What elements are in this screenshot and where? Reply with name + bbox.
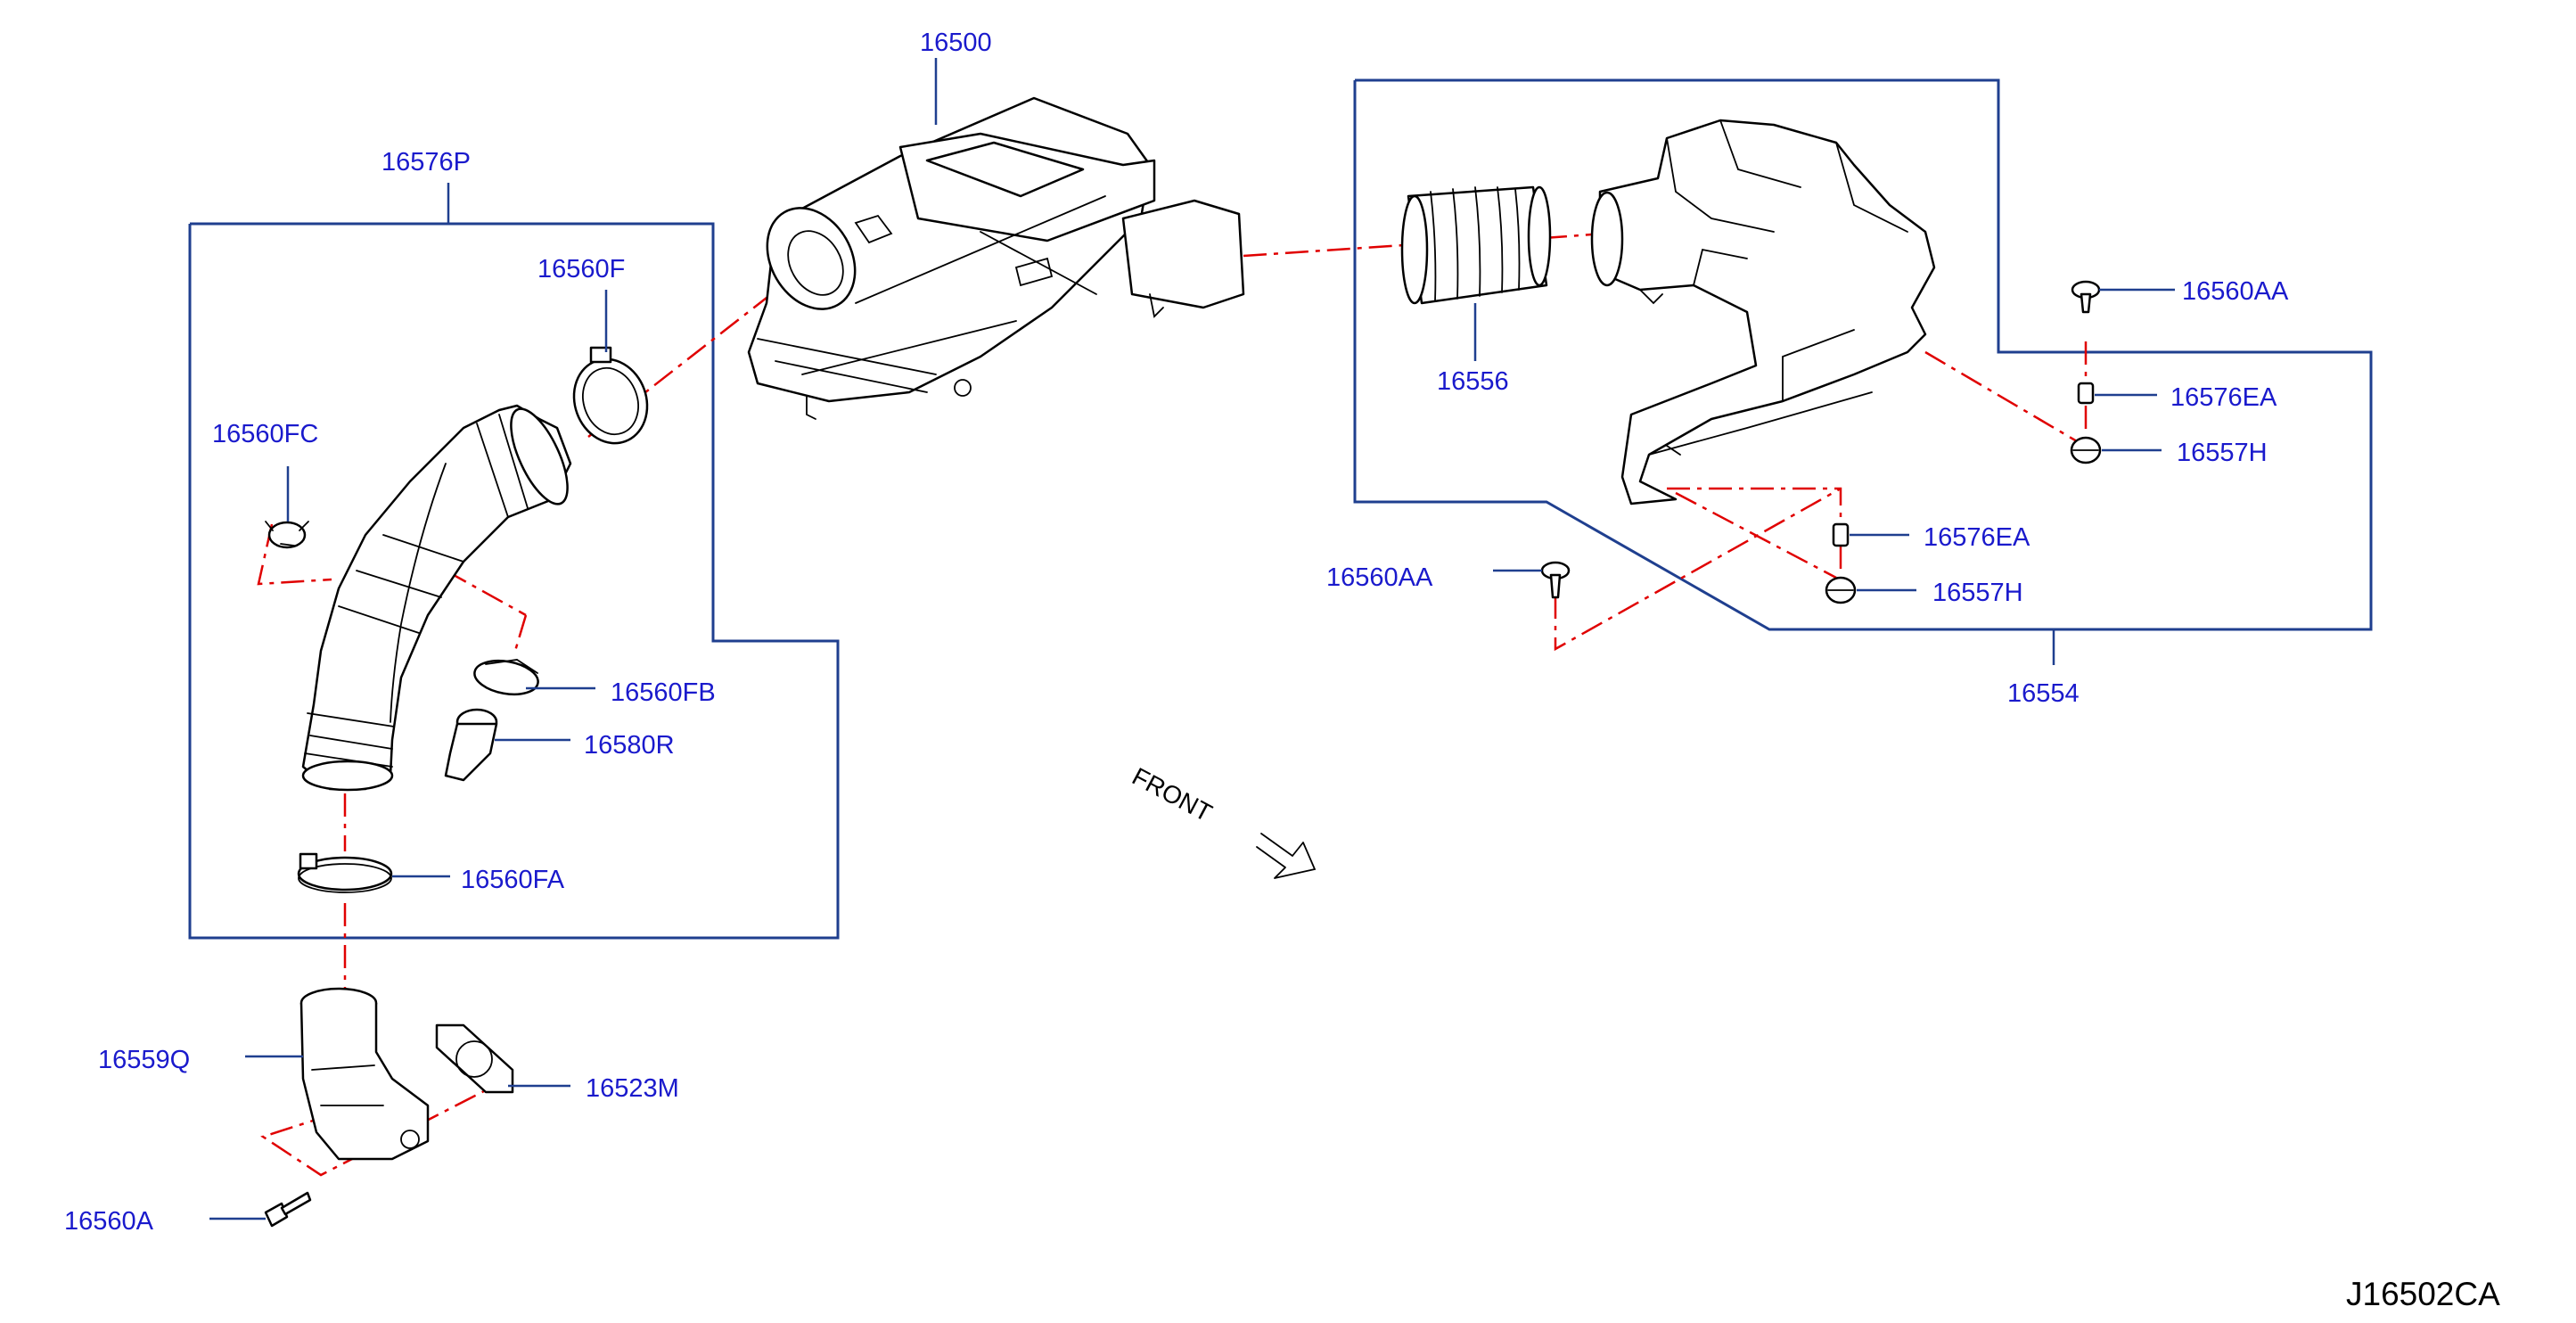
clamp-16560FC[interactable] [265, 521, 309, 549]
front-arrow-icon [1256, 833, 1317, 879]
grommet-16557H-mid[interactable] [1825, 576, 1857, 604]
duct-hose-16576P[interactable] [301, 401, 578, 792]
duct-assembly-16554[interactable] [1590, 119, 1936, 505]
grommet-16557H-top[interactable] [2070, 436, 2102, 464]
label-16560AA-mid: 16560AA [1326, 563, 1433, 592]
hose-16556[interactable] [1400, 185, 1552, 305]
label-16556: 16556 [1437, 367, 1509, 396]
clamp-16560FA[interactable] [297, 852, 393, 893]
label-16554: 16554 [2007, 679, 2080, 708]
collar-16576EA-top[interactable] [2077, 382, 2095, 405]
clamp-16560FB[interactable] [472, 656, 540, 699]
bolt-16560A[interactable] [264, 1191, 312, 1228]
gasket-16523M[interactable] [435, 1023, 514, 1094]
front-label: FRONT [1128, 762, 1217, 827]
label-16559Q: 16559Q [98, 1046, 190, 1074]
group-frame-16576P [188, 222, 840, 940]
label-16576P: 16576P [381, 148, 471, 177]
label-16557H-mid: 16557H [1932, 579, 2023, 607]
inlet-duct-16559Q[interactable] [299, 987, 430, 1161]
air-cleaner-assembly[interactable] [747, 96, 1245, 420]
diagram-code: J16502CA [2346, 1276, 2500, 1312]
clamp-16560F[interactable] [562, 346, 659, 454]
label-16560FA: 16560FA [461, 866, 565, 894]
group-frame-16554 [1353, 78, 2373, 631]
label-16576EA-mid: 16576EA [1924, 523, 2030, 552]
label-16560F: 16560F [537, 255, 625, 284]
collar-16576EA-mid[interactable] [1832, 522, 1850, 547]
label-16557H-top: 16557H [2177, 439, 2268, 467]
label-16560A: 16560A [64, 1207, 154, 1236]
label-16576EA-top: 16576EA [2170, 383, 2277, 412]
resonator-16580R[interactable] [444, 708, 498, 782]
label-16523M: 16523M [586, 1074, 679, 1103]
screw-16560AA-mid[interactable] [1540, 561, 1571, 599]
label-16560FB: 16560FB [611, 678, 716, 707]
screw-16560AA-top[interactable] [2071, 280, 2101, 314]
label-16500: 16500 [920, 29, 992, 57]
label-16580R: 16580R [584, 731, 675, 760]
label-16560FC: 16560FC [212, 420, 318, 448]
label-16560AA-top: 16560AA [2182, 277, 2289, 306]
